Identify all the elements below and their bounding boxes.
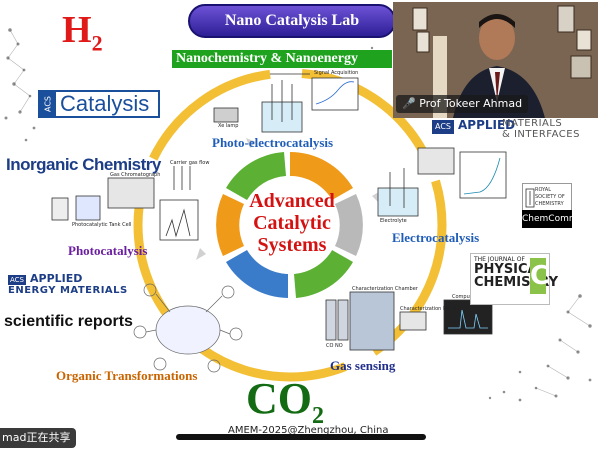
microphone-icon: 🎤 bbox=[402, 97, 416, 110]
scientific-reports-logo: scientific reports bbox=[4, 313, 133, 330]
slide-footer: AMEM-2025@Zhengzhou, China bbox=[228, 425, 389, 436]
ami-interfaces: & INTERFACES bbox=[502, 129, 580, 140]
participant-name-tag: 🎤 Prof Tokeer Ahmad bbox=[396, 95, 529, 113]
section-gas-sensing: Gas sensing bbox=[330, 358, 396, 373]
carrier-gas-label: Carrier gas flow bbox=[170, 160, 210, 166]
electrolyte-label: Electrolyte bbox=[380, 218, 407, 224]
photocatalysis-apparatus bbox=[51, 166, 199, 241]
acs-box: ACS bbox=[432, 120, 454, 134]
h2-main: H bbox=[62, 9, 92, 51]
gas-chrom-label: Gas Chromatograph bbox=[110, 172, 161, 178]
participant-name: Prof Tokeer Ahmad bbox=[419, 97, 523, 110]
rsc-emblem-icon bbox=[525, 188, 535, 208]
ami-materials: MATERIALS bbox=[502, 118, 563, 129]
center-disc bbox=[241, 176, 339, 274]
acs-box: ACS bbox=[40, 92, 56, 116]
jpc-physical: PHYSICAL bbox=[474, 262, 546, 277]
photocell-label: Photocatalytic Tank Cell bbox=[72, 222, 132, 228]
aem-applied: APPLIED bbox=[30, 272, 83, 285]
inner-segment-ring bbox=[216, 151, 363, 298]
gas-label: CO NO bbox=[326, 343, 343, 349]
xenon-lamp-label: Xe lamp bbox=[218, 123, 239, 129]
jpc-letter: C bbox=[530, 258, 549, 294]
rsc-logo: ROYAL SOCIETY OF CHEMISTRY bbox=[522, 183, 572, 213]
co2-sub: 2 bbox=[312, 402, 324, 429]
inorganic-chemistry-logo: Inorganic Chemistry bbox=[6, 155, 161, 174]
home-indicator-bar[interactable] bbox=[176, 434, 426, 440]
h2-sub: 2 bbox=[91, 30, 103, 56]
outer-ring bbox=[133, 68, 447, 382]
nanochemistry-banner: Nanochemistry & Nanoenergy bbox=[172, 50, 392, 68]
aem-energy-materials: ENERGY MATERIALS bbox=[8, 285, 128, 296]
ami-applied: APPLIED bbox=[458, 118, 516, 132]
signal-acq-label: Signal Acquisition bbox=[314, 70, 359, 76]
organic-wheel bbox=[133, 283, 243, 373]
electro-apparatus bbox=[377, 147, 507, 217]
computer-label: Computer bbox=[452, 294, 477, 300]
jpc-logo: THE JOURNAL OF PHYSICAL CHEMISTRY C bbox=[470, 253, 558, 305]
co2-label: CO2 bbox=[246, 376, 324, 439]
char-chamber-label: Characterization Chamber bbox=[352, 286, 418, 292]
h2-label: H2 bbox=[62, 10, 103, 64]
lab-title: Nano Catalysis Lab bbox=[188, 4, 396, 38]
section-photo-electrocatalysis: Photo-electrocatalysis bbox=[212, 135, 334, 150]
section-organic-transformations: Organic Transformations bbox=[56, 368, 198, 383]
chemcomm-logo: ChemComm bbox=[522, 210, 578, 228]
acs-aem-logo: ACS APPLIED ENERGY MATERIALS bbox=[8, 272, 138, 298]
screen-sharing-indicator[interactable]: mad正在共享 bbox=[0, 428, 77, 448]
section-electrocatalysis: Electrocatalysis bbox=[392, 230, 480, 245]
acs-box: ACS bbox=[8, 275, 26, 285]
jpc-small: THE JOURNAL OF bbox=[474, 256, 525, 263]
section-photocatalysis: Photocatalysis bbox=[68, 243, 148, 258]
catalysis-word: Catalysis bbox=[60, 91, 150, 116]
gas-sensing-apparatus bbox=[325, 291, 493, 351]
photoelectro-apparatus bbox=[213, 73, 359, 133]
co2-main: CO bbox=[246, 374, 312, 423]
char-panel-label: Characterization Panel bbox=[400, 306, 457, 312]
acs-catalysis-logo: ACS Catalysis bbox=[38, 90, 160, 118]
rsc-text: ROYAL SOCIETY OF CHEMISTRY bbox=[535, 187, 565, 207]
acs-ami-logo: ACS APPLIED MATERIALS & INTERFACES bbox=[432, 118, 596, 140]
center-title: Advanced Catalytic Systems bbox=[249, 190, 335, 256]
